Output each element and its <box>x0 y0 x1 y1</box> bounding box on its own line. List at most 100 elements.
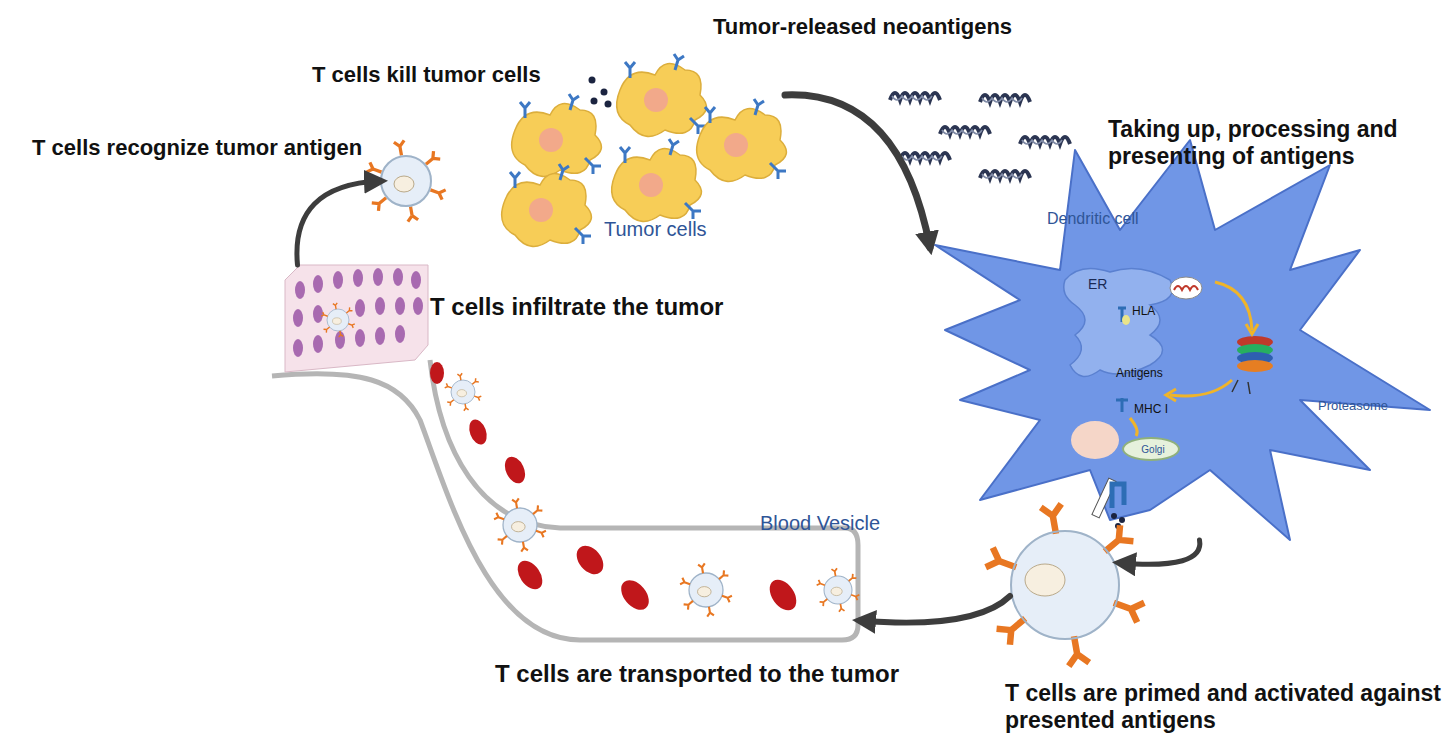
illustration-shape <box>764 575 802 615</box>
tumor-cluster: T cells kill tumor cellsTumor cells <box>490 60 785 235</box>
illustration-shape <box>680 563 732 616</box>
illustration-shape <box>1064 268 1173 376</box>
illustration-shape <box>293 268 423 357</box>
illustration-shape <box>612 139 702 221</box>
illustration-shape <box>355 299 365 317</box>
illustration-shape <box>1215 282 1252 330</box>
illustration-shape <box>1237 360 1273 372</box>
illustration-shape <box>817 568 860 612</box>
molecule-name: HLA <box>1132 304 1155 318</box>
illustration-shape <box>413 297 423 315</box>
illustration-shape <box>1116 398 1128 412</box>
vessel-name: Blood Vesicle <box>760 512 880 536</box>
step-label: Taking up, processing and presenting of … <box>1108 116 1408 170</box>
illustration-shape <box>1025 564 1065 596</box>
illustration-shape <box>501 454 529 487</box>
illustration-shape <box>1130 418 1137 436</box>
illustration-shape <box>502 164 592 246</box>
illustration-shape <box>285 265 428 372</box>
organelle-name: Proteasome <box>1318 398 1388 413</box>
illustration-shape <box>430 360 858 640</box>
blood-vessel-art <box>272 360 859 640</box>
illustration-shape <box>393 268 403 286</box>
illustration-shape <box>617 54 707 136</box>
illustration-shape <box>1119 517 1125 523</box>
illustration-shape <box>321 303 355 337</box>
illustration-shape <box>571 541 608 580</box>
tumor-tissue-art <box>285 265 428 372</box>
illustration-shape <box>355 329 365 347</box>
illustration-shape <box>980 95 1030 102</box>
primed-t-cell-art <box>986 504 1145 666</box>
cycle-arrow <box>860 596 1010 623</box>
illustration-shape <box>333 271 343 289</box>
illustration-shape <box>980 171 1030 178</box>
illustration-shape <box>1170 380 1232 396</box>
illustration-shape <box>293 339 303 357</box>
illustration-shape <box>605 101 612 108</box>
cell-name: Dendritic cell <box>1047 210 1139 229</box>
t-cell: T cells recognize tumor antigen <box>380 155 432 207</box>
illustration-shape <box>1246 324 1258 334</box>
golgi-body: Golgi <box>1122 437 1180 461</box>
illustration-shape <box>373 268 383 286</box>
cycle-arrow <box>1120 540 1200 564</box>
illustration-shape <box>697 99 787 181</box>
organelle-name: Golgi <box>1124 444 1182 456</box>
tumor-cells-art <box>502 54 787 246</box>
illustration-shape <box>295 281 305 299</box>
blood-vessel: T cells are transported to the tumorBloo… <box>420 340 860 645</box>
illustration-shape <box>589 77 596 84</box>
illustration-shape <box>616 575 655 615</box>
illustration-shape <box>375 297 385 315</box>
illustration-shape <box>900 153 950 160</box>
illustration-shape <box>394 176 414 192</box>
illustration-shape <box>375 327 385 345</box>
step-label: T cells recognize tumor antigen <box>32 135 362 161</box>
illustration-shape <box>940 127 990 134</box>
illustration-shape <box>430 362 444 384</box>
illustration-shape <box>890 93 940 100</box>
illustration-shape <box>1010 530 1120 640</box>
illustration-shape <box>395 297 405 315</box>
illustration-shape <box>591 98 598 105</box>
illustration-shape <box>935 140 1430 540</box>
step-label: T cells kill tumor cells <box>312 62 541 88</box>
illustration-shape <box>293 309 303 327</box>
illustration-shape <box>313 335 323 353</box>
tumor-tissue: T cells infiltrate the tumor <box>283 265 428 360</box>
illustration-shape <box>1122 315 1130 325</box>
stage-label: Tumor-released neoantigens <box>713 14 1012 40</box>
illustration-shape <box>411 271 421 289</box>
illustration-shape <box>1170 277 1202 299</box>
illustration-shape <box>986 504 1145 666</box>
illustration-shape <box>512 94 602 176</box>
illustration-shape <box>513 556 548 594</box>
cell-name: Tumor cells <box>604 218 707 242</box>
dendritic-cell-art <box>935 140 1430 540</box>
step-label: T cells are primed and activated against… <box>1005 680 1445 734</box>
primed-t-cell: T cells are primed and activated against… <box>1010 530 1120 640</box>
cycle-arrow <box>785 95 930 248</box>
molecule-name: Antigens <box>1116 366 1163 380</box>
illustration-shape <box>313 305 323 323</box>
illustration-shape <box>380 155 432 207</box>
neoantigen-art <box>890 93 1070 178</box>
molecule-name: MHC I <box>1134 402 1168 416</box>
illustration-shape <box>353 269 363 287</box>
illustration-shape <box>313 275 323 293</box>
illustration-shape <box>1071 421 1119 459</box>
illustration-shape <box>1111 513 1117 519</box>
illustration-shape <box>272 374 842 640</box>
illustration-shape <box>1232 380 1250 394</box>
illustration-shape <box>1112 484 1124 508</box>
illustration-shape <box>494 498 546 551</box>
illustration-shape <box>601 89 608 96</box>
illustration-shape <box>466 417 490 447</box>
illustration-shape <box>1020 137 1070 144</box>
illustration-shape <box>445 373 482 410</box>
